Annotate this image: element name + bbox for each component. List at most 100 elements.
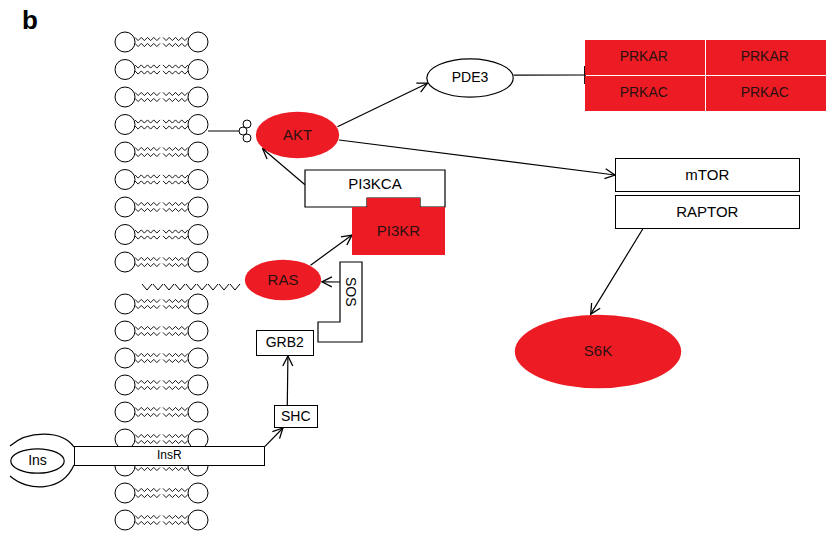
node-label: PRKAR [741,49,789,64]
arrow-connector [591,229,643,314]
pip3-lipids [208,120,251,142]
lipid-tail [135,257,160,260]
text-area: GRB2 [257,331,313,355]
lipid-head [188,60,208,80]
lipid-tail [163,299,188,302]
ellipse-fill [427,59,513,97]
lipid-head [188,87,208,107]
lipid-head [188,32,208,52]
lipid-tail [163,43,188,46]
lipid-head [115,197,135,217]
lipid-tail [135,332,160,335]
text-area: PRKAR [706,40,824,73]
lipid-tail [135,494,160,497]
lipid-tail [135,359,160,362]
lipid-head [115,375,135,395]
lipid-tail [163,263,188,266]
lipid-tail [135,181,160,184]
lipid-tail [163,467,188,470]
lipid-tail [163,515,188,518]
inhibition-connector [514,74,585,75]
text-area: PI3KR [352,207,445,255]
lipid-tail [163,126,188,129]
text-area: PDE3 [426,58,514,98]
lipid-tail [135,488,160,491]
arrow-connector [287,356,289,405]
ellipse-fill [515,315,681,388]
lipid-tail [135,413,160,416]
text-area: mTOR [616,159,799,191]
lipid-tail [163,257,188,260]
lipid-tail [163,65,188,68]
lipid-head [188,225,208,245]
lipid-tail [163,326,188,329]
lipid-tail [163,380,188,383]
lipid-tail [135,467,160,470]
lipid-tail [163,407,188,410]
subunit-box: PRKAC [585,76,705,111]
lipid-head [115,321,135,341]
lipid-head [115,294,135,314]
lipid-tail [163,175,188,178]
lipid-tail [135,120,160,123]
lipid-head [115,32,135,52]
lipid-tail [135,98,160,101]
lipid-tail [135,305,160,308]
lipid-head [115,483,135,503]
text-area: SHC [275,406,316,427]
lipid-tail [163,413,188,416]
lipid-head [115,115,135,135]
lipid-tail [135,43,160,46]
arrow-connector [311,235,352,265]
lipid-tail [135,326,160,329]
kinase-ellipse: S6K [514,314,682,389]
lipid-tail [163,153,188,156]
lipid-head [188,252,208,272]
text-area: PI3KCA [305,170,445,198]
lipid-head [115,142,135,162]
lipid-head [115,510,135,530]
lipid-tail [163,92,188,95]
subunit-box: PRKAR [706,40,826,75]
subunit-box: PRKAC [706,76,826,111]
text-area: InsR [75,447,264,464]
lipid-tail [163,181,188,184]
lipid-head [115,170,135,190]
lipid-head [188,348,208,368]
lipid-tail [163,359,188,362]
lipid-tail [163,120,188,123]
node-label: RAS [268,272,299,289]
lipid-tail [135,434,160,437]
node-label: Ins [28,453,47,468]
lipid-head [243,134,251,142]
text-area: SOS [340,262,362,322]
gtpase-ellipse: RAS [244,259,322,301]
node-label: RAPTOR [676,204,738,221]
lipid-tail [163,230,188,233]
panel-letter: b [22,6,38,35]
lipid-tail [163,494,188,497]
lipid-tail [135,147,160,150]
lipid-head [115,402,135,422]
node-label: PI3KR [377,223,420,240]
lipid-tail [163,98,188,101]
text-area: RAS [244,259,322,301]
lipid-tail [135,380,160,383]
lipid-tail [163,37,188,40]
ellipse-fill [11,449,64,473]
lipid-tail [135,92,160,95]
text-area: PRKAC [706,76,824,109]
lipid-tail [135,208,160,211]
lipid-tail [135,153,160,156]
lipid-tail [135,299,160,302]
lipid-head [188,294,208,314]
node-label: PRKAC [741,85,789,100]
adaptor-box: GRB2 [256,330,314,356]
lipid-head [188,375,208,395]
lipid-tail [163,386,188,389]
lipid-head [188,321,208,341]
text-area: PRKAR [585,40,703,73]
lipid-tail [163,202,188,205]
node-label: SHC [281,409,311,424]
lipid-head [115,225,135,245]
